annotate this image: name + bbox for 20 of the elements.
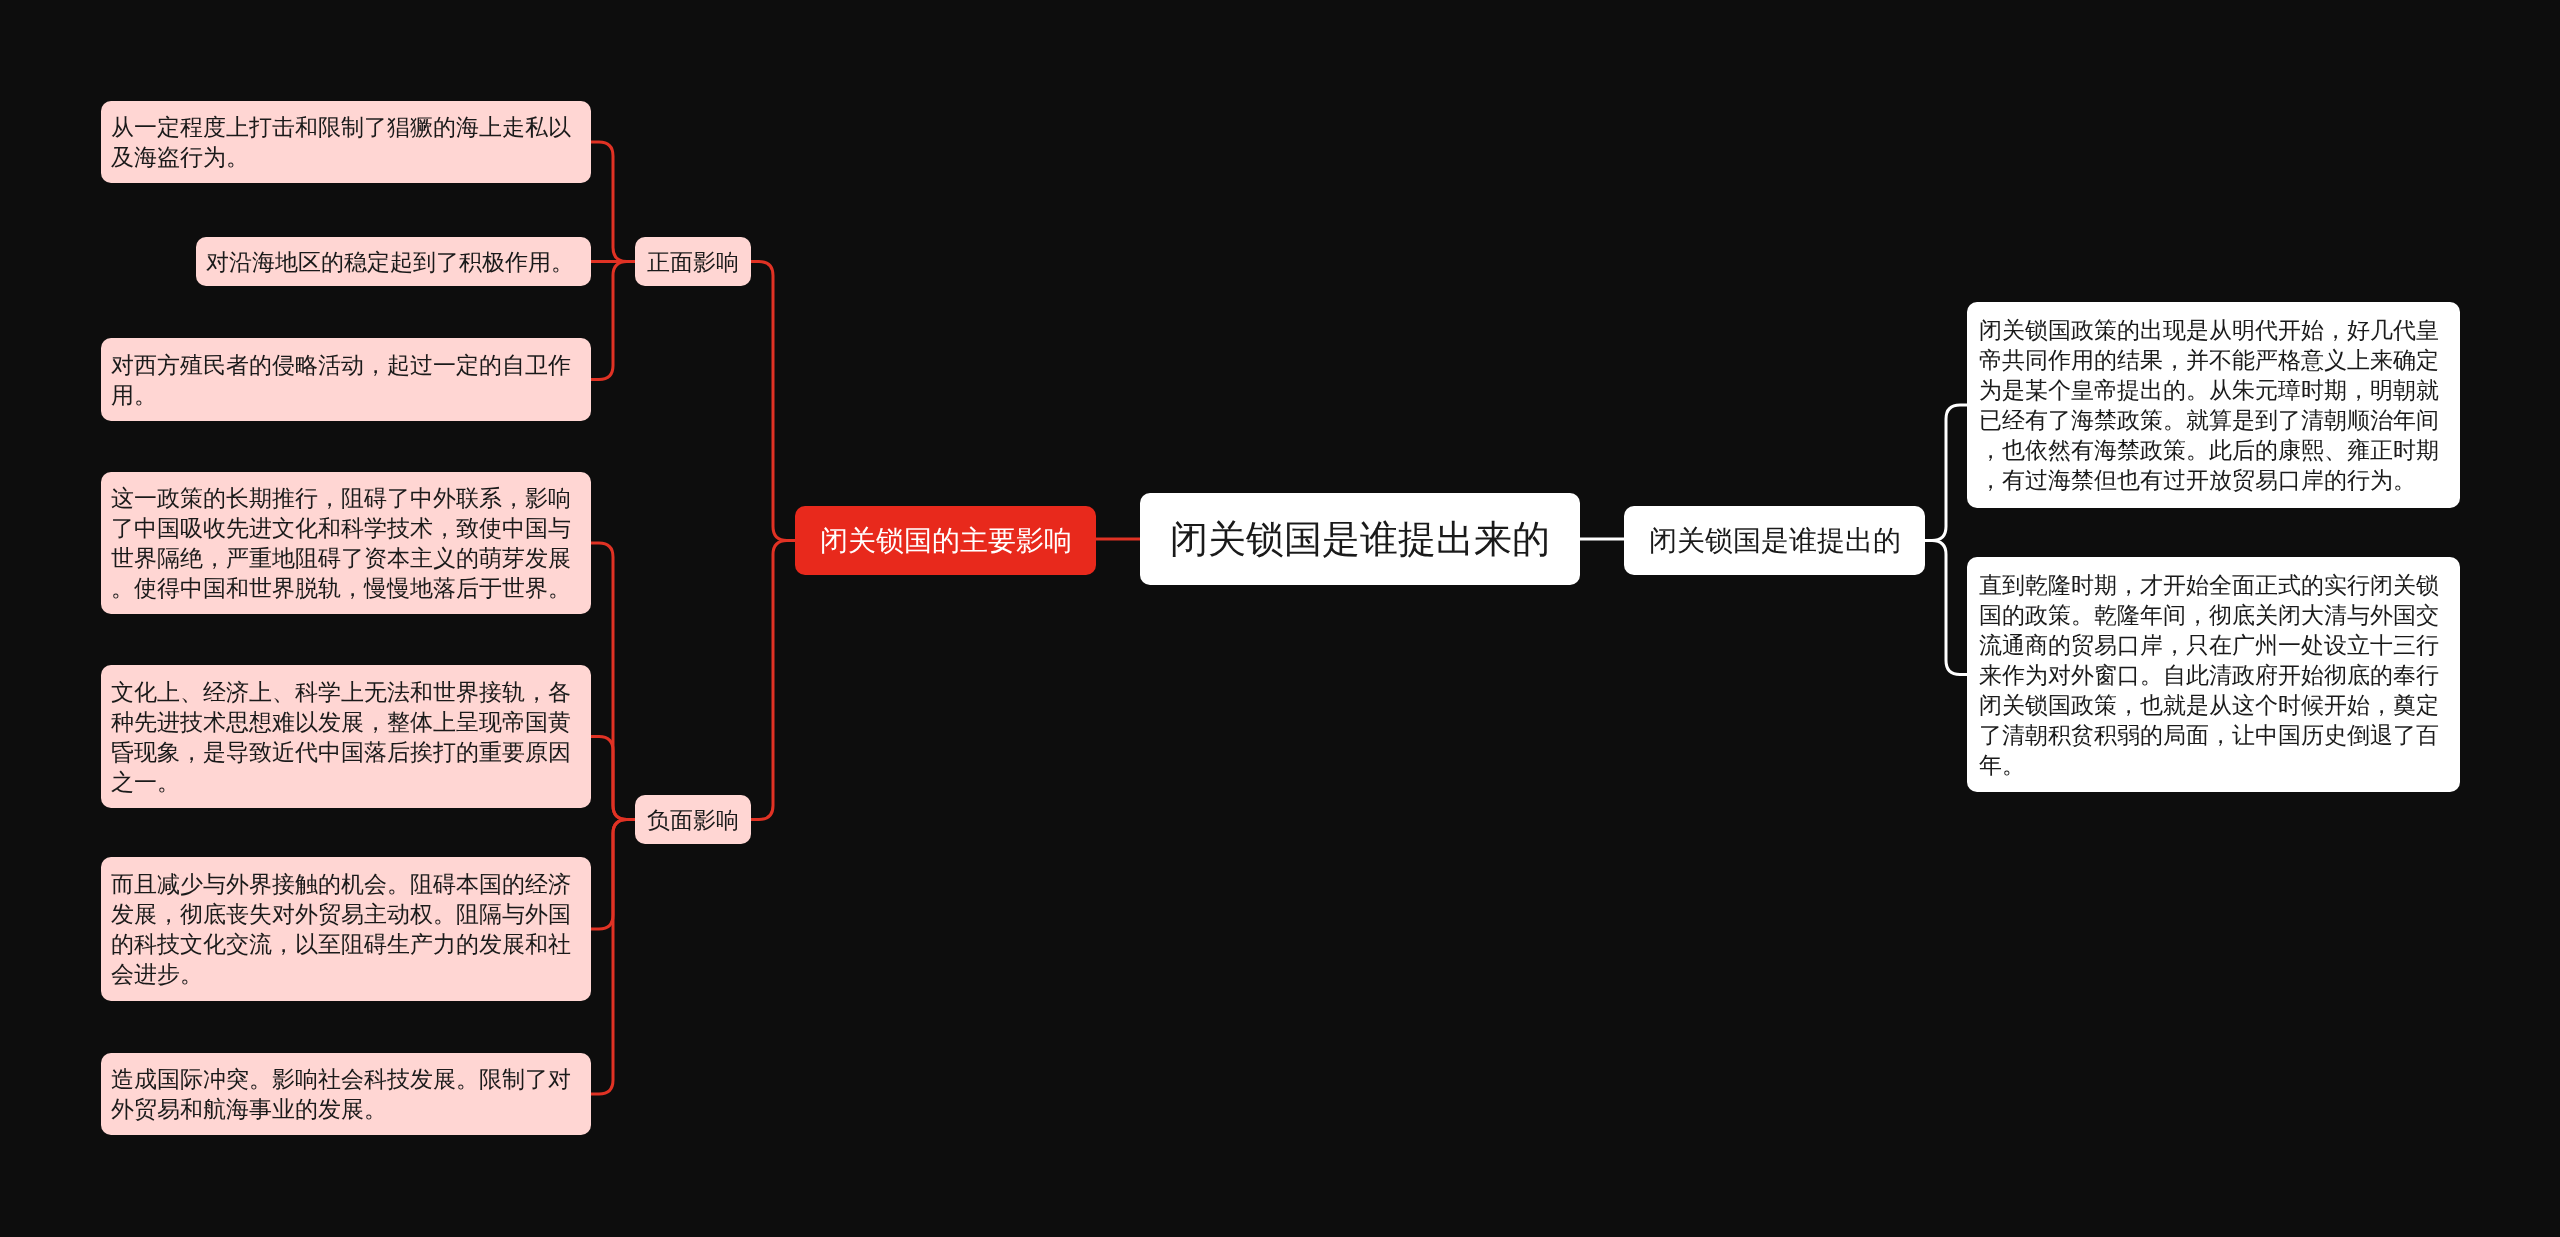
text-box: 从一定程度上打击和限制了猖獗的海上走私以及海盗行为。 bbox=[101, 101, 591, 183]
text-box: 文化上、经济上、科学上无法和世界接轨，各种先进技术思想难以发展，整体上呈现帝国黄昏现象，是导致近代中国落后挨打的重要原因之一。 bbox=[101, 665, 591, 808]
text-box: 直到乾隆时期，才开始全面正式的实行闭关锁国的政策。乾隆年间，彻底关闭大清与外国交流通商的贸易口岸，只在广州一处设立十三行来作为对外窗口。自此清政府开始彻底的奉行闭关锁国政策，也就是从这个时候开始，奠定了清朝积贫积弱的局面，让中国历史倒退了百年。 bbox=[1967, 557, 2460, 792]
text-box: 而且减少与外界接触的机会。阻碍本国的经济发展，彻底丧失对外贸易主动权。阻隔与外国的科技文化交流，以至阻碍生产力的发展和社会进步。 bbox=[101, 857, 591, 1001]
root-topic-box: 闭关锁国是谁提出来的 bbox=[1140, 493, 1580, 585]
connector-line bbox=[591, 818, 635, 1096]
text-box: 对沿海地区的稳定起到了积极作用。 bbox=[196, 237, 591, 286]
subtopic-box: 负面影响 bbox=[635, 795, 751, 844]
text-box: 造成国际冲突。影响社会科技发展。限制了对外贸易和航海事业的发展。 bbox=[101, 1053, 591, 1135]
text-box: 这一政策的长期推行，阻碍了中外联系，影响了中国吸收先进文化和科学技术，致使中国与世界隔绝，严重地阻碍了资本主义的萌芽发展。使得中国和世界脱轨，慢慢地落后于世界。 bbox=[101, 472, 591, 614]
main-topic-box: 闭关锁国是谁提出的 bbox=[1624, 506, 1925, 575]
text-box: 对西方殖民者的侵略活动，起过一定的自卫作用。 bbox=[101, 338, 591, 421]
text-box: 闭关锁国政策的出现是从明代开始，好几代皇帝共同作用的结果，并不能严格意义上来确定为是某个皇帝提出的。从朱元璋时期，明朝就已经有了海禁政策。就算是到了清朝顺治年间，也依然有海禁政策。此后的康熙、雍正时期，有过海禁但也有过开放贸易口岸的行为。 bbox=[1967, 302, 2460, 508]
connector-line bbox=[591, 260, 635, 381]
main-topic-box: 闭关锁国的主要影响 bbox=[795, 506, 1096, 575]
connector-line bbox=[1096, 537, 1140, 541]
subtopic-box: 正面影响 bbox=[635, 237, 751, 286]
connector-line bbox=[1925, 539, 1967, 676]
connector-line bbox=[1580, 537, 1624, 541]
connector-line bbox=[751, 539, 795, 821]
